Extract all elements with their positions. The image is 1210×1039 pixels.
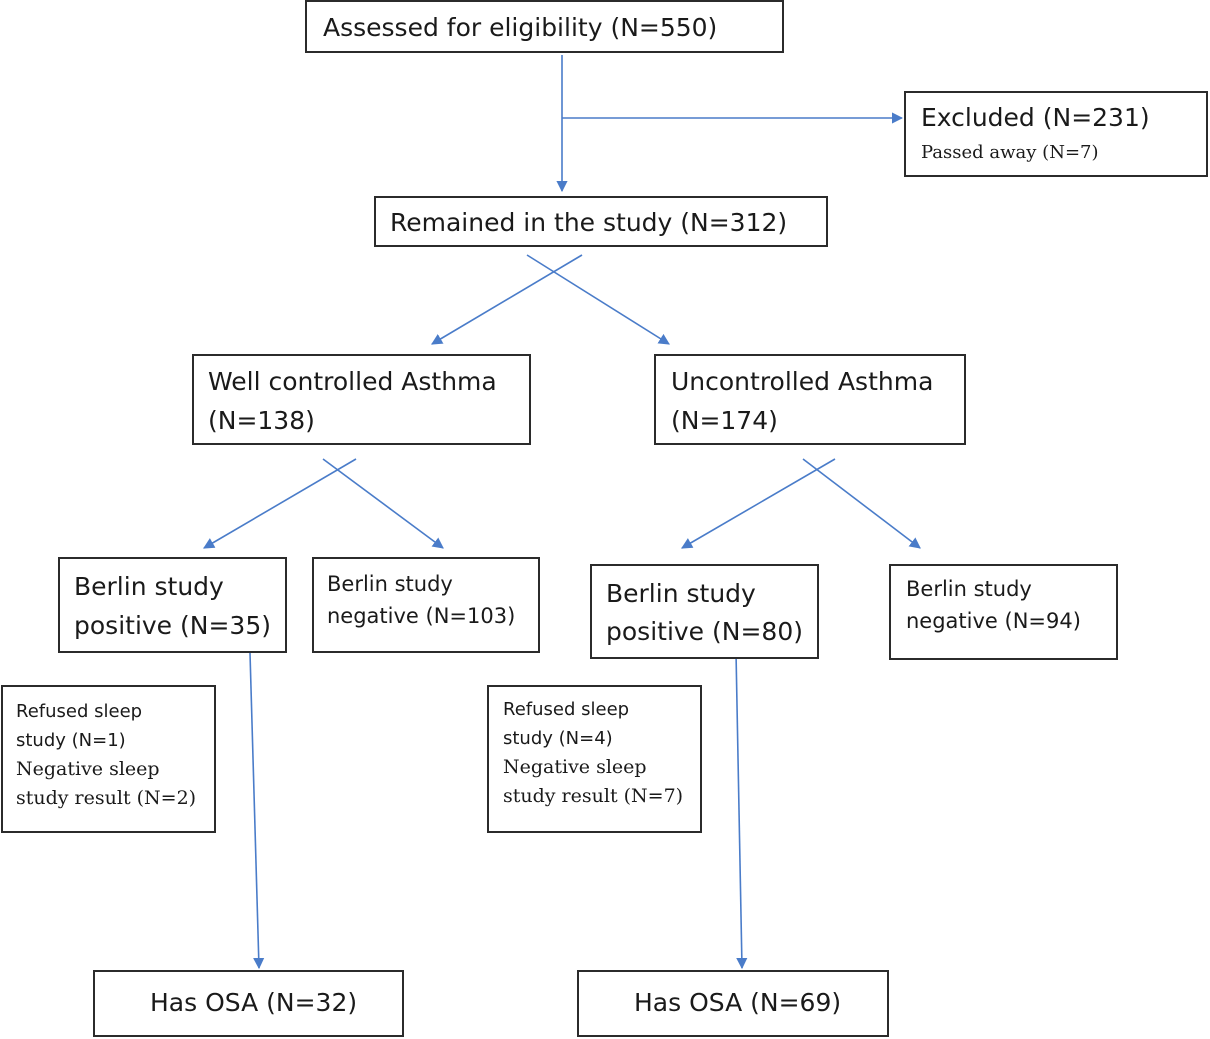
well-refused-line2: study (N=1) — [16, 730, 126, 751]
excluded-box: Excluded (N=231) Passed away (N=7) — [904, 91, 1208, 177]
uncon-osa-label: Has OSA (N=69) — [634, 988, 842, 1017]
uncontrolled-line2: (N=174) — [671, 406, 778, 435]
arrow-well-positive-to-osa — [249, 652, 265, 970]
well-controlled-line1: Well controlled Asthma — [208, 367, 497, 396]
well-osa-box: Has OSA (N=32) — [93, 970, 404, 1037]
assessed-label: Assessed for eligibility (N=550) — [323, 13, 718, 42]
uncontrolled-line1: Uncontrolled Asthma — [671, 367, 934, 396]
uncon-negative-line2: negative (N=94) — [906, 609, 1081, 633]
uncon-refused-line2: study (N=4) — [503, 728, 613, 749]
arrow-uncon-to-negative — [802, 458, 921, 549]
well-refused-line3: Negative sleep — [16, 758, 160, 780]
well-positive-line2: positive (N=35) — [74, 611, 271, 640]
uncon-positive-line1: Berlin study — [606, 579, 756, 608]
uncon-refused-line4: study result (N=7) — [503, 785, 684, 807]
uncontrolled-box: Uncontrolled Asthma (N=174) — [654, 354, 966, 445]
uncon-positive-line2: positive (N=80) — [606, 617, 803, 646]
uncon-refused-line3: Negative sleep — [503, 756, 647, 778]
uncon-refused-line1: Refused sleep — [503, 699, 630, 720]
well-positive-line1: Berlin study — [74, 572, 224, 601]
well-refused-box: Refused sleep study (N=1) Negative sleep… — [1, 685, 216, 833]
well-positive-box: Berlin study positive (N=35) — [58, 557, 287, 653]
uncon-osa-box: Has OSA (N=69) — [577, 970, 889, 1037]
well-negative-box: Berlin study negative (N=103) — [312, 557, 540, 653]
arrow-uncon-positive-to-osa — [735, 651, 748, 970]
excluded-title: Excluded (N=231) — [921, 103, 1150, 132]
arrow-well-to-negative — [322, 458, 444, 549]
excluded-detail: Passed away (N=7) — [921, 142, 1099, 163]
well-refused-line1: Refused sleep — [16, 701, 143, 722]
well-controlled-line2: (N=138) — [208, 406, 315, 435]
well-refused-line4: study result (N=2) — [16, 787, 197, 809]
well-negative-line2: negative (N=103) — [327, 604, 516, 628]
arrow-remained-to-uncon — [526, 254, 670, 345]
arrow-uncon-to-positive — [681, 458, 836, 549]
well-osa-label: Has OSA (N=32) — [150, 988, 358, 1017]
uncon-negative-line1: Berlin study — [906, 577, 1032, 601]
uncon-positive-box: Berlin study positive (N=80) — [590, 564, 819, 659]
arrow-well-to-positive — [203, 458, 357, 549]
well-negative-line1: Berlin study — [327, 572, 453, 596]
remained-label: Remained in the study (N=312) — [390, 208, 788, 237]
arrow-remained-to-well — [431, 254, 583, 345]
well-controlled-box: Well controlled Asthma (N=138) — [192, 354, 531, 445]
uncon-refused-box: Refused sleep study (N=4) Negative sleep… — [487, 685, 702, 833]
remained-box: Remained in the study (N=312) — [374, 196, 828, 247]
uncon-negative-box: Berlin study negative (N=94) — [889, 564, 1118, 660]
assessed-box: Assessed for eligibility (N=550) — [305, 0, 784, 53]
